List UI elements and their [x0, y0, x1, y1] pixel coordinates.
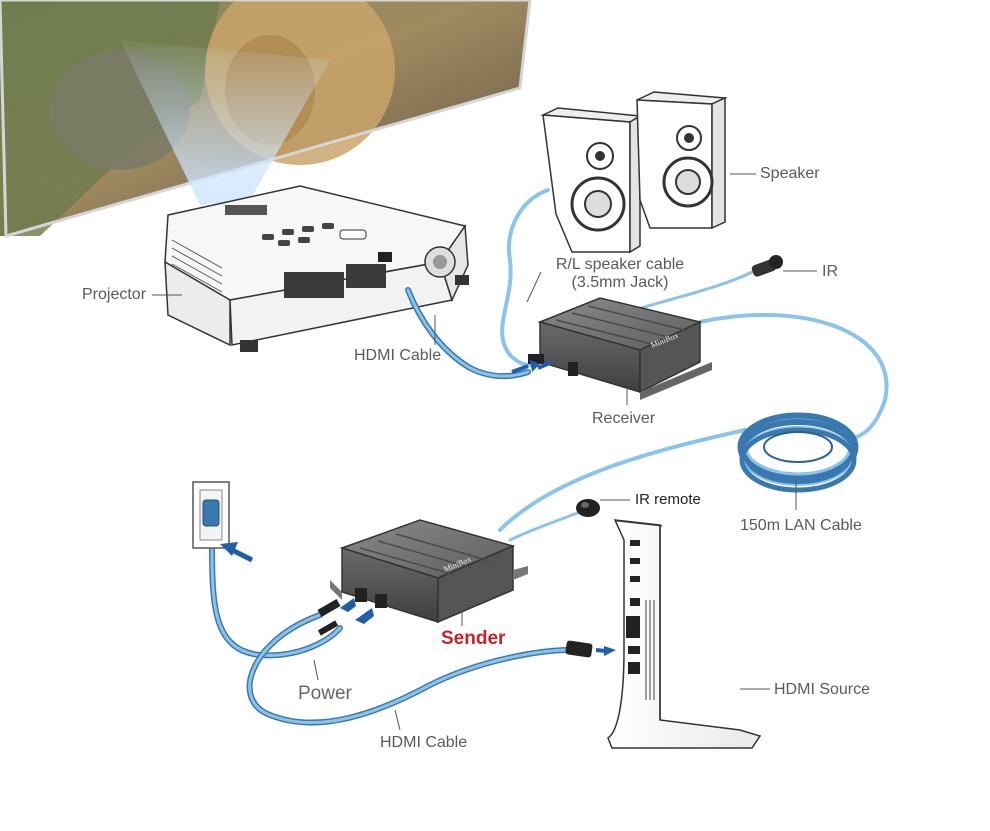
- leader-lines: [152, 173, 817, 731]
- sender-device: MiniBox: [330, 519, 528, 624]
- outlet-arrow-icon: [220, 542, 254, 563]
- source-hdmi-plug-icon: [565, 640, 616, 658]
- speaker-left: [540, 107, 643, 254]
- outlet-plug-icon: [202, 499, 220, 527]
- ir-remote-icon: [576, 499, 600, 517]
- label-hdmi-source: HDMI Source: [774, 681, 871, 698]
- projector-device: [164, 185, 469, 352]
- label-receiver: Receiver: [592, 410, 656, 427]
- label-ir-remote: IR remote: [635, 491, 701, 508]
- hdmi-plug-icon: [317, 620, 339, 636]
- label-ir: IR: [822, 263, 838, 280]
- power-cable: [210, 526, 342, 657]
- label-power: Power: [298, 683, 352, 704]
- label-speaker-cable: R/L speaker cable (3.5mm Jack): [540, 256, 700, 293]
- label-speaker-cable-line1: R/L speaker cable: [555, 256, 685, 273]
- speaker-cable: [500, 188, 550, 368]
- label-projector: Projector: [82, 286, 147, 303]
- lan-cable-coil: [737, 412, 859, 493]
- power-plug-icon: [317, 599, 341, 617]
- ir-sensor-icon: [751, 255, 783, 277]
- hdmi-source-device: [607, 519, 762, 749]
- label-speaker-cable-line2: (3.5mm Jack): [571, 274, 669, 292]
- label-hdmi-cable-top: HDMI Cable: [354, 347, 442, 364]
- hdmi-cable-top: [406, 288, 530, 378]
- speaker-right: [636, 91, 728, 230]
- cables: [208, 188, 889, 726]
- label-sender: Sender: [441, 628, 506, 649]
- projector-beam: [120, 40, 330, 205]
- label-hdmi-cable-bottom: HDMI Cable: [380, 734, 468, 751]
- wall-outlet: [192, 481, 230, 549]
- hdmi-cable-bottom: [248, 613, 572, 725]
- label-speaker: Speaker: [760, 165, 820, 182]
- sender-arrows: [317, 598, 374, 636]
- receiver-device: MiniBox: [528, 297, 712, 400]
- label-lan-cable: 150m LAN Cable: [740, 517, 862, 534]
- receiver-arrows: [511, 360, 553, 374]
